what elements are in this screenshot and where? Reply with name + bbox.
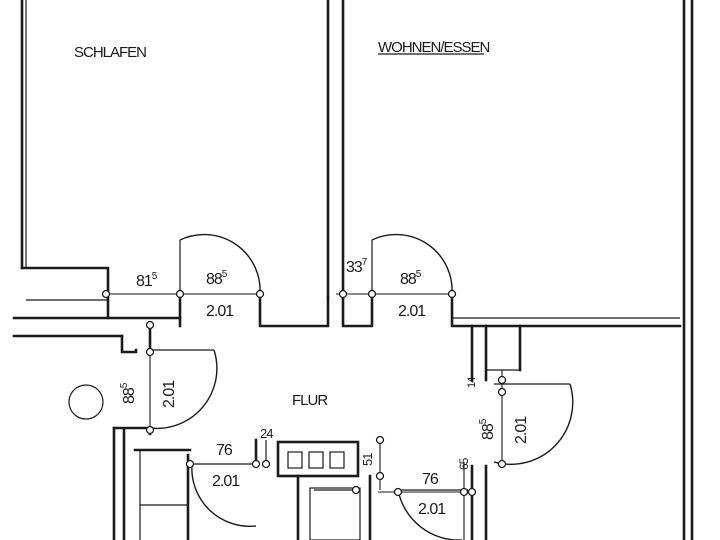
dim-left-pillar-width: 815 bbox=[136, 271, 158, 290]
dim-living-door-width: 885 bbox=[400, 269, 422, 288]
dimension-labels: 815 885 2.01 337 885 2.01 885 2.01 885 2… bbox=[119, 257, 530, 518]
dim-small-wall: 24 bbox=[260, 426, 273, 441]
dim-bath-door-width: 76 bbox=[422, 471, 439, 488]
room-label-flur: FLUR bbox=[292, 392, 328, 409]
dim-small-post: 14 bbox=[466, 377, 478, 388]
dim-right-door-width: 885 bbox=[478, 418, 497, 440]
dim-wall-offset: 337 bbox=[346, 257, 368, 276]
dim-kitchen-door-height: 2.01 bbox=[212, 473, 240, 490]
room-label-schlafen: SCHLAFEN bbox=[74, 44, 146, 61]
circle-symbol bbox=[68, 384, 104, 420]
dim-living-door-height: 2.01 bbox=[398, 303, 426, 320]
dim-right-door-height: 2.01 bbox=[513, 416, 530, 444]
dim-left-door-width: 885 bbox=[119, 382, 138, 404]
dim-bedroom-door-width: 885 bbox=[206, 269, 228, 288]
dim-bedroom-door-height: 2.01 bbox=[206, 303, 234, 320]
dim-right-post: 65 bbox=[457, 457, 471, 470]
dimension-nodes bbox=[101, 289, 507, 497]
dim-bath-door-height: 2.01 bbox=[418, 501, 446, 518]
walls bbox=[12, 0, 694, 540]
room-label-wohnen-essen: WOHNEN/ESSEN bbox=[378, 39, 490, 56]
dim-left-door-height: 2.01 bbox=[161, 380, 178, 408]
dim-shaft-height: 51 bbox=[360, 453, 375, 466]
dim-kitchen-door-width: 76 bbox=[216, 442, 233, 459]
